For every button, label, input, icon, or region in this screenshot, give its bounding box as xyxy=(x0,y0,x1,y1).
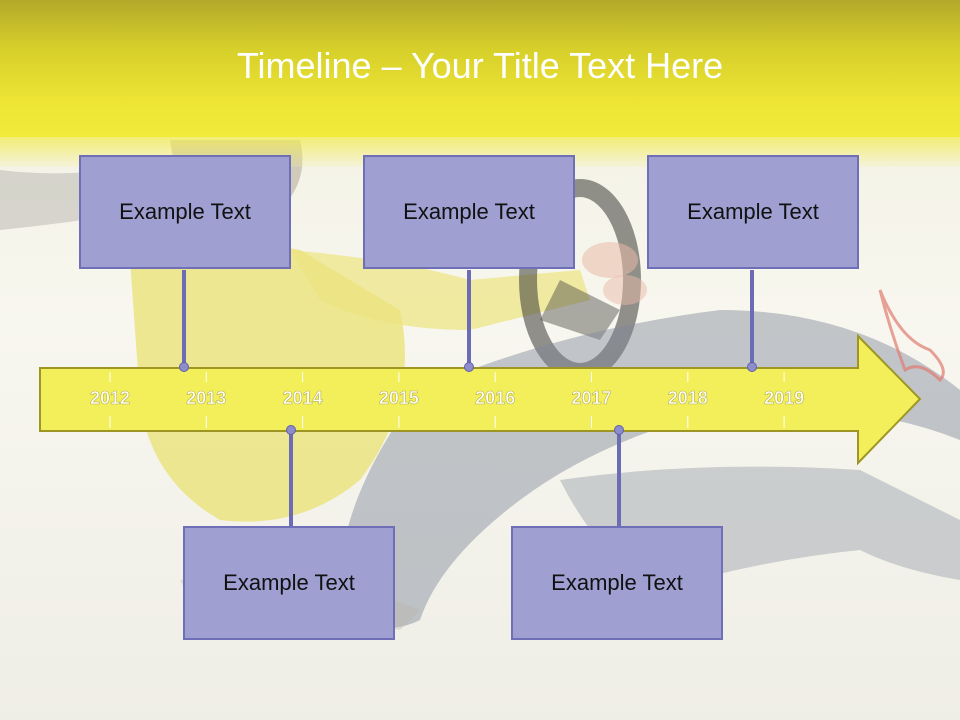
event-box[interactable]: Example Text xyxy=(647,155,859,269)
event-text: Example Text xyxy=(223,570,355,595)
timeline-marker-dot xyxy=(464,362,474,372)
year-label: 2019 xyxy=(764,388,804,408)
event-box[interactable]: Example Text xyxy=(79,155,291,269)
timeline-marker-dot xyxy=(614,425,624,435)
timeline-marker-dot xyxy=(747,362,757,372)
slide-title: Timeline – Your Title Text Here xyxy=(236,45,724,86)
year-label: 2016 xyxy=(475,388,515,408)
connector-line xyxy=(289,430,293,526)
year-label: 2014 xyxy=(283,388,323,408)
year-label: 2013 xyxy=(186,388,226,408)
event-box[interactable]: Example Text xyxy=(183,526,395,640)
timeline-marker-dot xyxy=(286,425,296,435)
year-label: 2018 xyxy=(668,388,708,408)
event-text: Example Text xyxy=(403,199,535,224)
event-text: Example Text xyxy=(687,199,819,224)
year-label: 2012 xyxy=(90,388,130,408)
year-label: 2017 xyxy=(571,388,611,408)
connector-line xyxy=(182,270,186,368)
event-text: Example Text xyxy=(119,199,251,224)
event-box[interactable]: Example Text xyxy=(511,526,723,640)
connector-line xyxy=(467,270,471,368)
timeline-marker-dot xyxy=(179,362,189,372)
event-text: Example Text xyxy=(551,570,683,595)
year-label: 2015 xyxy=(379,388,419,408)
event-box[interactable]: Example Text xyxy=(363,155,575,269)
title-bar xyxy=(0,0,960,137)
connector-line xyxy=(750,270,754,368)
connector-line xyxy=(617,430,621,526)
timeline-arrow-shape xyxy=(39,333,922,466)
